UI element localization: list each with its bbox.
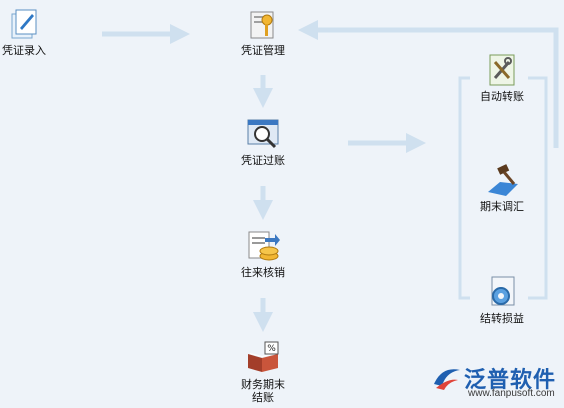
tools-document-icon xyxy=(489,54,515,86)
node-carry-pl[interactable]: 结转损益 xyxy=(462,274,542,326)
gear-document-icon xyxy=(491,276,515,306)
pen-document-icon xyxy=(11,9,37,39)
node-label: 结转损益 xyxy=(480,313,524,325)
fanpu-logo-icon xyxy=(434,369,460,390)
node-auto-transfer[interactable]: 自动转账 xyxy=(462,52,542,104)
node-voucher-manage[interactable]: 凭证管理 xyxy=(223,6,303,58)
brand-domain: www.fanpusoft.com xyxy=(468,388,555,399)
percent-book-icon: % xyxy=(248,341,279,372)
node-label: 自动转账 xyxy=(480,91,524,103)
node-label: 凭证过账 xyxy=(241,155,285,167)
node-label: 凭证录入 xyxy=(2,45,46,57)
arrow-group-to-manage xyxy=(298,20,559,148)
gavel-icon xyxy=(488,164,518,196)
node-period-close[interactable]: % 财务期末结账 xyxy=(223,340,303,405)
node-voucher-entry[interactable]: 凭证录入 xyxy=(0,6,64,58)
key-folder-icon xyxy=(250,11,274,39)
svg-text:%: % xyxy=(267,344,276,354)
node-label: 期末调汇 xyxy=(480,201,524,213)
brand-name: 泛普软件 xyxy=(464,368,557,393)
node-period-adjust[interactable]: 期末调汇 xyxy=(462,162,542,214)
magnifier-screen-icon xyxy=(247,119,279,149)
node-voucher-posting[interactable]: 凭证过账 xyxy=(223,116,303,168)
node-writeoff[interactable]: 往来核销 xyxy=(223,228,303,280)
group-bracket-left xyxy=(458,76,470,300)
node-label: 往来核销 xyxy=(241,267,285,279)
coins-document-icon xyxy=(248,231,280,261)
node-label: 凭证管理 xyxy=(241,45,285,57)
group-bracket-right xyxy=(528,76,548,300)
node-label: 财务期末结账 xyxy=(241,379,285,404)
fanpu-logo: 泛普软件 www.fanpusoft.com xyxy=(432,360,560,402)
